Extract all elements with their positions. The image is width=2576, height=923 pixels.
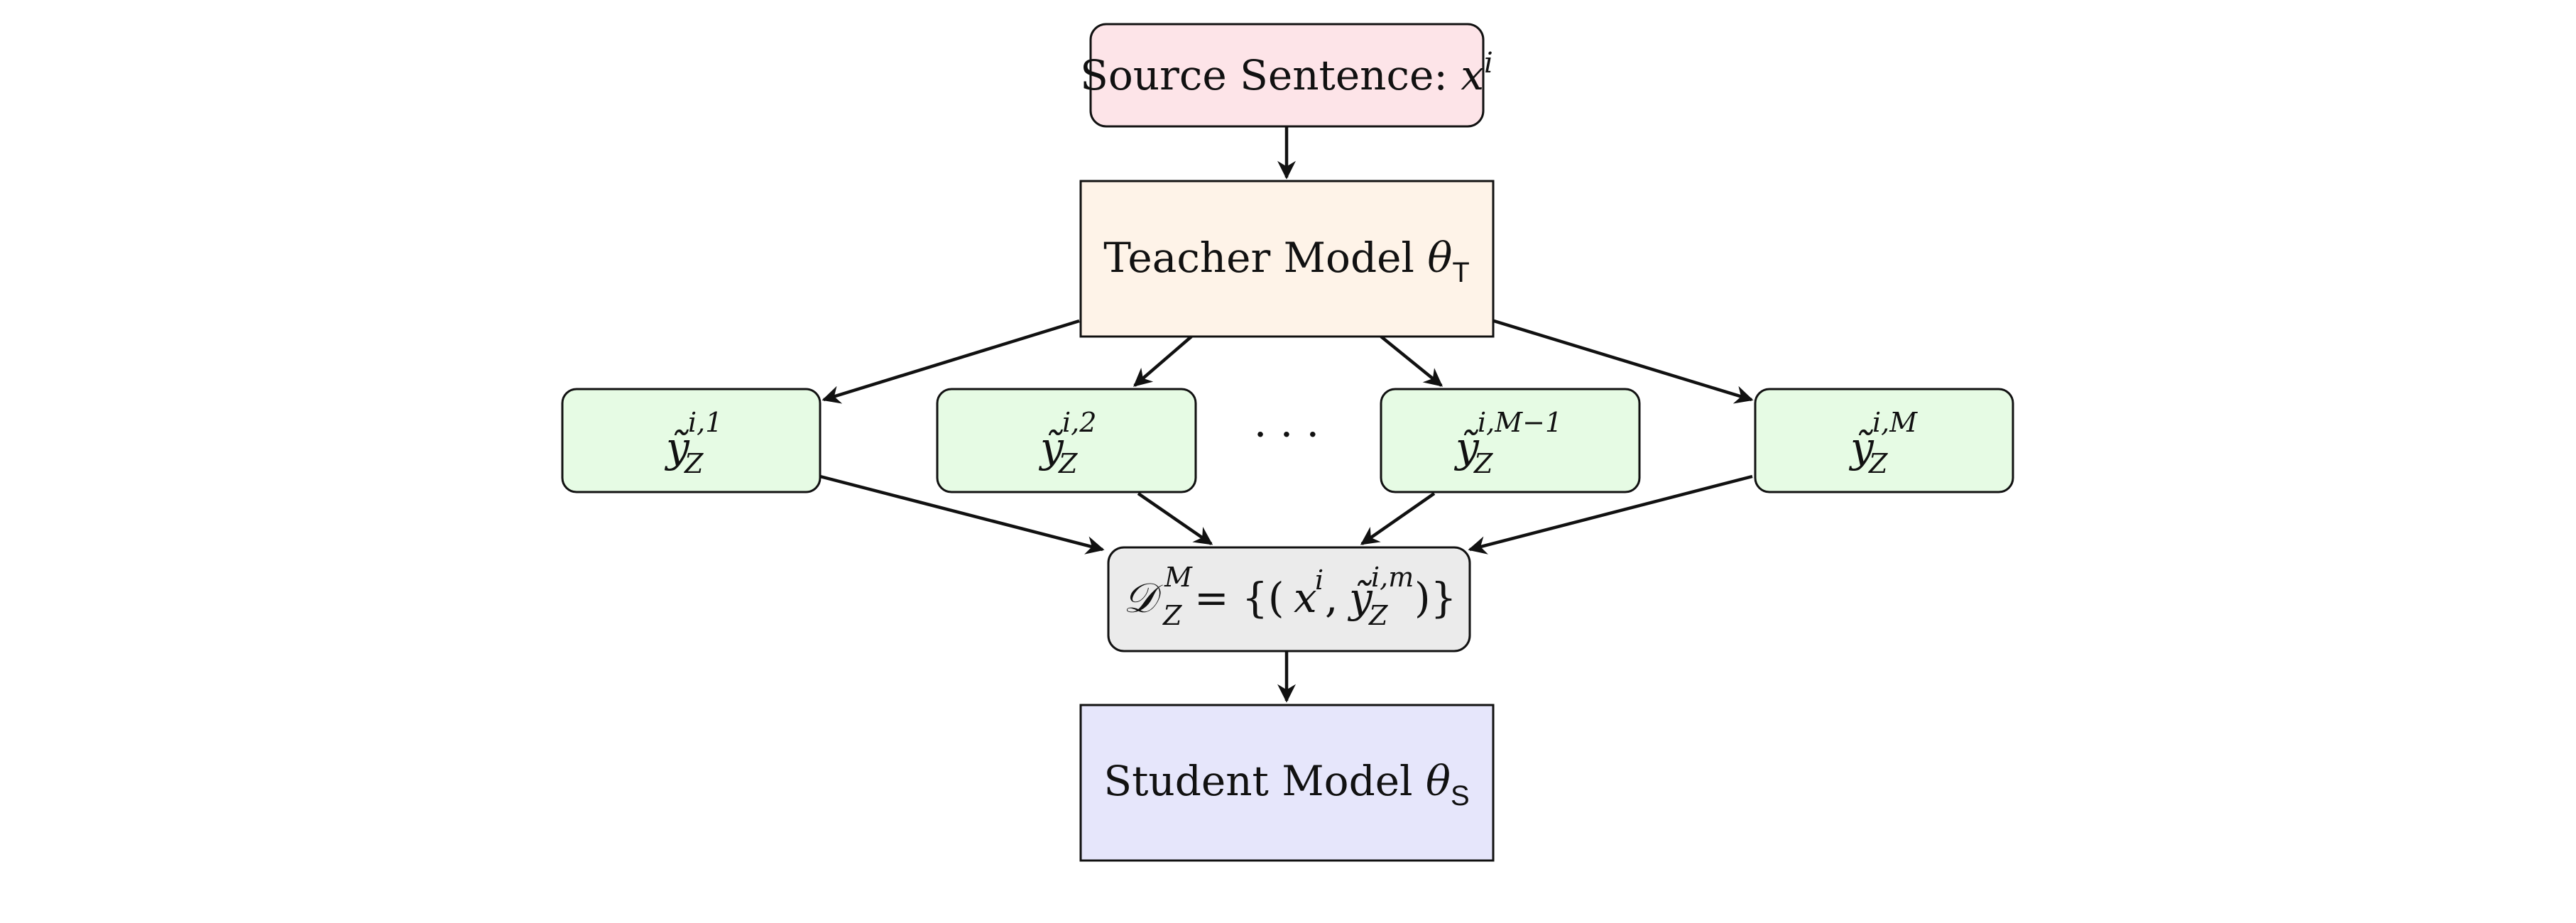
output-box-3	[1380, 388, 1641, 493]
student-model-label: Student Model θS	[1103, 757, 1469, 812]
teacher-model-box	[1079, 180, 1495, 338]
output-sub-2: Z	[1058, 448, 1078, 479]
dataset-y-subscript: Z	[1368, 600, 1388, 631]
output-node-1: ỹ i,1 Z	[561, 388, 822, 493]
output-sup-2: i,2	[1062, 407, 1096, 438]
arrow-output-1-to-dataset	[819, 474, 1105, 555]
student-theta: θ	[1426, 757, 1451, 805]
output-sub-4: Z	[1868, 448, 1888, 479]
arrow-teacher-to-output-4	[1493, 319, 1754, 404]
dataset-box	[1107, 546, 1471, 652]
teacher-theta-subscript: T	[1452, 257, 1469, 288]
dataset-subscript: Z	[1162, 600, 1182, 631]
output-box-1	[561, 388, 822, 493]
source-var: x	[1461, 51, 1484, 99]
arrow-output-4-to-dataset	[1468, 474, 1753, 555]
teacher-model-node: Teacher Model θT	[1079, 180, 1495, 338]
output-y-4: ỹ	[1848, 423, 1874, 471]
output-sub-3: Z	[1473, 448, 1493, 479]
dataset-superscript: M	[1164, 562, 1193, 593]
edges	[819, 126, 1754, 703]
student-model-node: Student Model θS	[1079, 704, 1495, 862]
output-sub-1: Z	[684, 448, 704, 479]
arrow-teacher-to-output-2	[1133, 335, 1193, 387]
source-sentence-node: Source Sentence: xi	[1080, 23, 1493, 128]
output-sup-1: i,1	[688, 407, 722, 438]
arrow-output-2-to-dataset	[1137, 492, 1213, 545]
teacher-model-text: Teacher Model	[1103, 234, 1427, 282]
student-model-box	[1079, 704, 1495, 862]
output-sup-4: i,M	[1872, 407, 1918, 438]
output-y-3: ỹ	[1453, 423, 1480, 471]
output-y-1: ỹ	[664, 423, 690, 471]
dataset-y: ỹ	[1347, 574, 1373, 622]
arrow-output-3-to-dataset	[1360, 492, 1436, 545]
dataset-y-superscript: i,m	[1371, 562, 1414, 593]
output-node-4: ỹ i,M Z	[1754, 388, 2014, 493]
output-y-2: ỹ	[1038, 423, 1064, 471]
source-sentence-box	[1089, 23, 1485, 128]
student-theta-subscript: S	[1451, 780, 1470, 812]
output-box-4	[1754, 388, 2014, 493]
dataset-node: 𝒟 M Z = {( x i , ỹ i,m Z )}	[1107, 546, 1471, 652]
source-var-superscript: i	[1484, 47, 1493, 80]
teacher-model-label: Teacher Model θT	[1103, 234, 1470, 288]
arrow-teacher-to-output-3	[1380, 335, 1443, 387]
teacher-theta: θ	[1427, 234, 1452, 282]
student-model-text: Student Model	[1103, 757, 1426, 805]
dataset-equals: = {(	[1194, 574, 1284, 622]
output-node-3: ỹ i,M−1 Z	[1380, 388, 1641, 493]
dataset-close: )}	[1414, 574, 1457, 622]
arrow-teacher-to-output-1	[822, 319, 1080, 404]
dataset-x-superscript: i	[1315, 564, 1324, 596]
dataset-x: x	[1294, 574, 1317, 622]
dataset-comma: ,	[1325, 574, 1338, 622]
outputs-ellipsis: · · ·	[1254, 410, 1319, 459]
output-node-2: ỹ i,2 Z	[936, 388, 1197, 493]
source-sentence-label: Source Sentence: xi	[1080, 47, 1493, 99]
output-sup-3: i,M−1	[1478, 407, 1562, 438]
output-box-2	[936, 388, 1197, 493]
source-sentence-text: Source Sentence:	[1080, 51, 1461, 99]
